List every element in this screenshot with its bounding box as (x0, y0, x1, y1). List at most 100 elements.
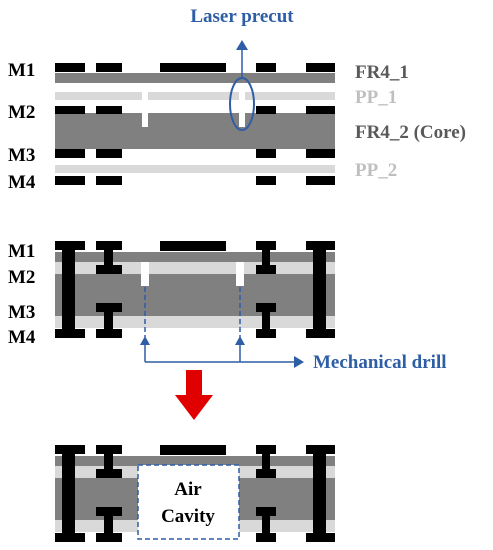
via-barrel (104, 312, 113, 330)
m3-copper-pads (55, 149, 335, 158)
precut-notch (236, 262, 244, 286)
via-pad (256, 329, 276, 338)
via-barrel (104, 250, 113, 266)
via-pad (306, 329, 335, 338)
via-pad (306, 533, 335, 542)
air-cavity-label: Cavity (161, 506, 215, 527)
via-pad (96, 507, 122, 516)
m1-pad (160, 445, 226, 455)
via-pad (55, 329, 85, 338)
m2-pad (96, 106, 122, 114)
via-pad (256, 533, 276, 542)
via-pad (55, 533, 85, 542)
plated-via-left (55, 445, 85, 542)
pp-1-layer (55, 92, 335, 100)
via-barrel (104, 516, 113, 534)
laser-precut-arrowhead (236, 40, 248, 50)
m4-copper-pads (55, 176, 335, 185)
fr4-1-layer (55, 73, 335, 83)
mechanical-drill-arrowhead (235, 336, 245, 345)
via-pad (256, 265, 276, 274)
m3-pad (96, 149, 122, 158)
via-pad (96, 533, 122, 542)
buried-via-right (256, 241, 276, 338)
m4-label: M4 (8, 327, 36, 348)
via-barrel (313, 445, 326, 542)
precut-notch (142, 91, 148, 127)
buried-via-right (256, 445, 276, 542)
plated-via-right (306, 241, 335, 338)
pp-2-layer (55, 165, 335, 173)
fr4-2-core-label: FR4_2 (Core) (355, 122, 466, 143)
m2-pad (55, 106, 85, 114)
precut-notch (141, 262, 149, 286)
pp-1-label: PP_1 (355, 87, 397, 108)
via-pad (55, 241, 85, 250)
red-arrow-head (175, 395, 213, 420)
m1-pad (160, 241, 226, 251)
m2-label: M2 (8, 102, 35, 123)
m2-label: M2 (8, 267, 35, 288)
precut-notch (239, 91, 245, 127)
mechanical-drill-arrowhead (294, 356, 304, 368)
via-barrel (62, 241, 75, 338)
red-arrow-shaft (186, 370, 202, 396)
via-pad (96, 469, 122, 478)
via-pad (256, 445, 276, 454)
m1-pad (306, 63, 335, 72)
laser-precut-label: Laser precut (190, 6, 294, 27)
buried-via-left (96, 445, 122, 542)
stage-2-laminated-board: Mechanical drill M1 M2 M3 M4 (8, 241, 447, 373)
via-pad (256, 241, 276, 250)
mechanical-drill-label: Mechanical drill (313, 352, 447, 373)
m1-pad (256, 63, 276, 72)
m3-pad (256, 149, 276, 158)
plated-via-left (55, 241, 85, 338)
m4-label: M4 (8, 172, 36, 193)
m1-label: M1 (8, 60, 35, 81)
m3-pad (55, 149, 85, 158)
buried-via-left (96, 241, 122, 338)
via-pad (96, 241, 122, 250)
via-pad (256, 507, 276, 516)
via-barrel (262, 312, 270, 330)
via-barrel (313, 241, 326, 338)
m2-copper-pads (55, 106, 335, 114)
m4-pad (55, 176, 85, 185)
via-pad (306, 445, 335, 454)
final-fr4-1 (55, 456, 335, 466)
pp-2-label: PP_2 (355, 160, 397, 181)
fr4-1-label: FR4_1 (355, 62, 409, 83)
m1-pad (55, 63, 85, 72)
air-cavity (137, 464, 240, 540)
m1-pad (160, 63, 226, 72)
fr4-2-core-layer (55, 113, 335, 149)
via-pad (306, 241, 335, 250)
m4-pad (256, 176, 276, 185)
m3-label: M3 (8, 302, 35, 323)
process-step-arrow (175, 370, 213, 420)
stage-1-layer-stack: Laser precut M1 M2 M3 M4 FR4_1 PP_1 FR4_… (8, 6, 466, 193)
air-cavity-label: Air (174, 479, 202, 500)
m4-pad (306, 176, 335, 185)
m1-label: M1 (8, 241, 35, 262)
via-barrel (62, 445, 75, 542)
mechanical-drill-arrowhead (140, 336, 150, 345)
via-pad (256, 469, 276, 478)
via-pad (96, 265, 122, 274)
via-pad (55, 445, 85, 454)
m3-label: M3 (8, 145, 35, 166)
via-pad (96, 303, 122, 312)
m3-pad (306, 149, 335, 158)
precut-slots (141, 262, 244, 286)
via-barrel (262, 516, 270, 534)
m1-copper-pads (55, 63, 335, 72)
laminated-pp-2 (55, 316, 335, 328)
m2-pad (306, 106, 335, 114)
via-pad (96, 329, 122, 338)
laser-precut-notches (142, 91, 245, 127)
m2-pad (256, 106, 276, 114)
m1-pad (96, 63, 122, 72)
plated-via-right (306, 445, 335, 542)
